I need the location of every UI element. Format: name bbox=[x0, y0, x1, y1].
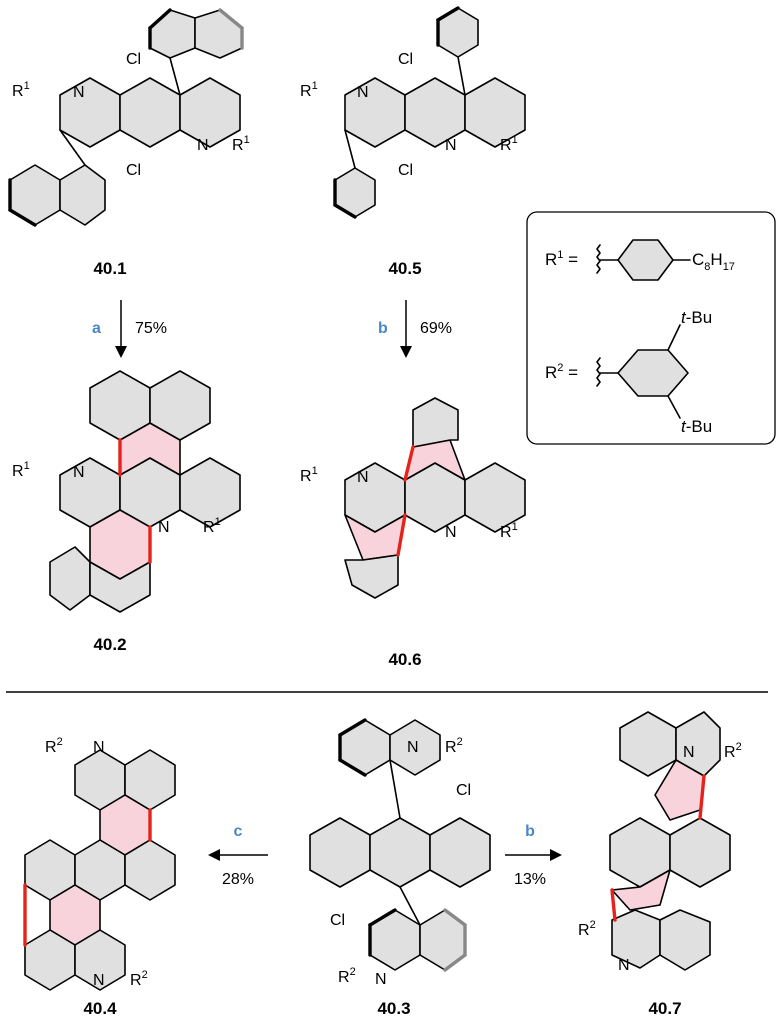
legend-r2-structure bbox=[596, 324, 689, 419]
reaction-yield: 13% bbox=[514, 871, 546, 888]
nitrogen-label: N bbox=[197, 137, 209, 154]
reaction-yield: 75% bbox=[135, 320, 167, 337]
nitrogen-label: N bbox=[73, 464, 85, 481]
arrowhead bbox=[550, 849, 562, 861]
legend-r2-label: R2 = bbox=[545, 362, 578, 382]
reagent-letter: b bbox=[525, 823, 535, 840]
r1-label: R1 bbox=[500, 521, 518, 541]
legend-r1-structure bbox=[596, 239, 691, 281]
nitrogen-label: N bbox=[73, 84, 85, 101]
r2-label: R2 bbox=[724, 741, 742, 761]
compound-40-3-structure bbox=[309, 718, 491, 972]
compound-40-5-structure bbox=[333, 6, 526, 219]
reaction-yield: 28% bbox=[222, 871, 254, 888]
nitrogen-label: N bbox=[407, 739, 419, 756]
arrowhead bbox=[208, 849, 220, 861]
nitrogen-label: N bbox=[375, 971, 387, 988]
compound-number-40-2: 40.2 bbox=[93, 635, 126, 654]
r1-label: R1 bbox=[300, 465, 318, 485]
nitrogen-label: N bbox=[158, 519, 170, 536]
r1-label: R1 bbox=[500, 134, 518, 154]
nitrogen-label: N bbox=[357, 84, 369, 101]
r1-label: R1 bbox=[12, 460, 30, 480]
substituent-legend-box bbox=[526, 211, 776, 445]
compound-number-40-1: 40.1 bbox=[93, 259, 126, 278]
compound-40-6-structure bbox=[344, 397, 526, 599]
reagent-letter: a bbox=[92, 320, 101, 337]
nitrogen-label: N bbox=[93, 972, 105, 989]
nitrogen-label: N bbox=[445, 137, 457, 154]
compound-number-40-4: 40.4 bbox=[83, 999, 117, 1018]
r2-label: R2 bbox=[45, 736, 63, 756]
nitrogen-label: N bbox=[683, 744, 695, 761]
r1-label: R1 bbox=[232, 134, 250, 154]
r1-label: R1 bbox=[300, 80, 318, 100]
legend-r1-group: C8H17 bbox=[692, 250, 735, 273]
chlorine-label: Cl bbox=[330, 912, 345, 929]
compound-40-1-structure bbox=[8, 8, 244, 227]
legend-r1-label: R1 = bbox=[545, 249, 578, 269]
nitrogen-label: N bbox=[618, 957, 630, 974]
r2-label: R2 bbox=[338, 966, 356, 986]
nitrogen-label: N bbox=[357, 469, 369, 486]
chlorine-label: Cl bbox=[398, 162, 413, 179]
reagent-letter: c bbox=[234, 823, 243, 840]
compound-number-40-3: 40.3 bbox=[377, 999, 410, 1018]
compound-40-2-structure bbox=[49, 370, 241, 613]
reaction-yield: 69% bbox=[420, 320, 452, 337]
compound-number-40-7: 40.7 bbox=[648, 999, 681, 1018]
arrowhead bbox=[115, 346, 127, 358]
compound-number-40-5: 40.5 bbox=[388, 259, 421, 278]
arrowhead bbox=[400, 346, 412, 358]
chlorine-label: Cl bbox=[398, 51, 413, 68]
chlorine-label: Cl bbox=[126, 51, 141, 68]
r1-label: R1 bbox=[12, 80, 30, 100]
nitrogen-label: N bbox=[445, 524, 457, 541]
r2-label: R2 bbox=[578, 919, 596, 939]
reagent-letter: b bbox=[378, 320, 388, 337]
chlorine-label: Cl bbox=[126, 162, 141, 179]
r1-label: R1 bbox=[203, 516, 221, 536]
tbu-label: t-Bu bbox=[681, 308, 712, 327]
compound-number-40-6: 40.6 bbox=[388, 650, 421, 669]
nitrogen-label: N bbox=[93, 739, 105, 756]
r2-label: R2 bbox=[445, 736, 463, 756]
r2-label: R2 bbox=[130, 969, 148, 989]
tbu-label: t-Bu bbox=[681, 417, 712, 436]
compound-40-4-structure bbox=[23, 749, 176, 991]
compound-40-7-structure bbox=[609, 711, 731, 971]
chlorine-label: Cl bbox=[456, 782, 471, 799]
